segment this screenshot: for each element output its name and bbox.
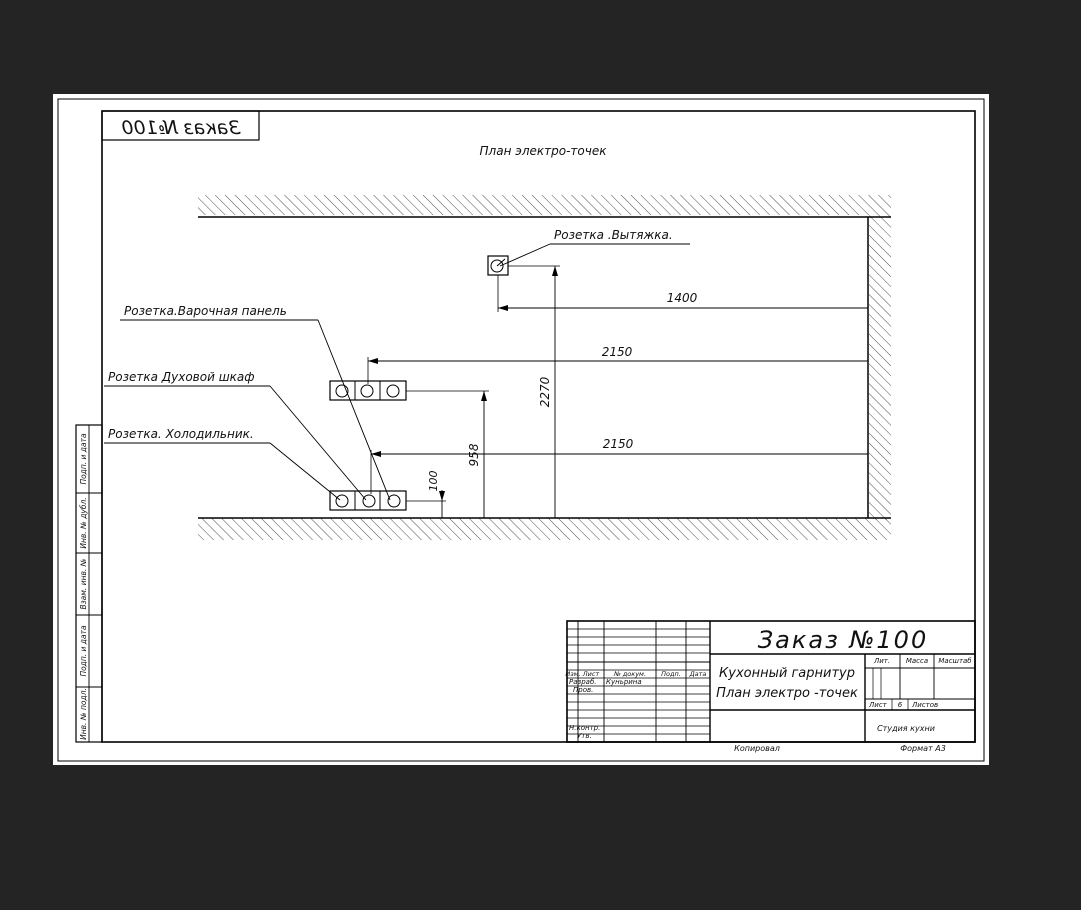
col-izm: Изм. xyxy=(565,670,580,678)
outer-frame xyxy=(57,98,985,762)
drawing-title: План электро-точек xyxy=(480,144,608,158)
col-data: Дата xyxy=(689,670,707,678)
row-utv: Утв. xyxy=(577,732,592,740)
lit-label: Лит. xyxy=(873,657,890,665)
fridge-socket-label: Розетка. Холодильник. xyxy=(108,427,254,441)
title-block xyxy=(566,620,976,743)
title-block-name-2: План электро -точек xyxy=(716,686,858,701)
dim-2270-arrow xyxy=(552,266,558,276)
hood-leader xyxy=(499,243,551,267)
dim-100-label: 100 xyxy=(427,471,440,492)
lower-socket-block xyxy=(329,490,407,511)
company-name: Студия кухни xyxy=(877,724,935,733)
mass-label: Масса xyxy=(906,657,928,665)
col-list: Лист xyxy=(582,670,600,678)
title-block-name-1: Кухонный гарнитур xyxy=(719,666,855,681)
hob-leader xyxy=(317,319,391,501)
hood-socket-symbol xyxy=(487,255,509,276)
dim-2150-lower-arrow xyxy=(371,451,381,457)
format-label: Формат А3 xyxy=(900,744,946,753)
hob-socket-label: Розетка.Варочная панель xyxy=(124,304,287,318)
sheet-label: Лист xyxy=(868,701,888,709)
copied-label: Копировал xyxy=(734,744,780,753)
side-stamp: Инв. № подл. Подп. и дата Взам. инв. № И… xyxy=(75,424,103,743)
col-podp: Подп. xyxy=(661,670,681,678)
oven-socket-label: Розетка Духовой шкаф xyxy=(108,370,255,384)
sheets-label: Листов xyxy=(911,701,938,709)
oven-leader xyxy=(269,385,367,501)
title-block-order: Заказ №100 xyxy=(758,626,928,654)
dim-958-arrow xyxy=(481,391,487,401)
bottom-wall-hatch xyxy=(198,518,891,540)
hood-socket-label: Розетка .Вытяжка. xyxy=(554,228,673,242)
dim-100-arrow xyxy=(439,491,445,501)
sheet-number: 6 xyxy=(898,701,903,709)
side-stamp-inv-dubl: Инв. № дубл. xyxy=(79,497,88,548)
col-dokum: № докум. xyxy=(613,670,646,678)
side-stamp-podp-2: Подп. и дата xyxy=(79,433,88,484)
row-prov: Пров. xyxy=(573,686,593,694)
dim-2150-upper-arrow xyxy=(368,358,378,364)
top-wall-hatch xyxy=(198,195,891,215)
dim-2270-label: 2270 xyxy=(538,376,552,407)
right-wall-hatch xyxy=(869,215,891,520)
mirrored-stamp-box xyxy=(101,110,260,141)
row-razrab: Разраб. xyxy=(569,678,597,686)
row-nkontr: Н.контр. xyxy=(569,724,600,732)
scale-label: Масштаб xyxy=(938,657,972,665)
side-stamp-podp-1: Подп. и дата xyxy=(79,625,88,676)
side-stamp-inv-podl: Инв. № подл. xyxy=(79,688,88,740)
mirrored-stamp: Заказ №100 xyxy=(121,117,240,139)
developer-name: Куньрина xyxy=(606,678,642,686)
dim-1400-label: 1400 xyxy=(667,291,698,305)
dim-2150-lower-label: 2150 xyxy=(603,437,634,451)
fridge-leader xyxy=(269,442,341,501)
dim-2150-upper-label: 2150 xyxy=(602,345,633,359)
dim-958-label: 958 xyxy=(467,443,481,466)
side-stamp-vzam: Взам. инв. № xyxy=(79,558,88,609)
dim-1400-arrow xyxy=(498,305,508,311)
